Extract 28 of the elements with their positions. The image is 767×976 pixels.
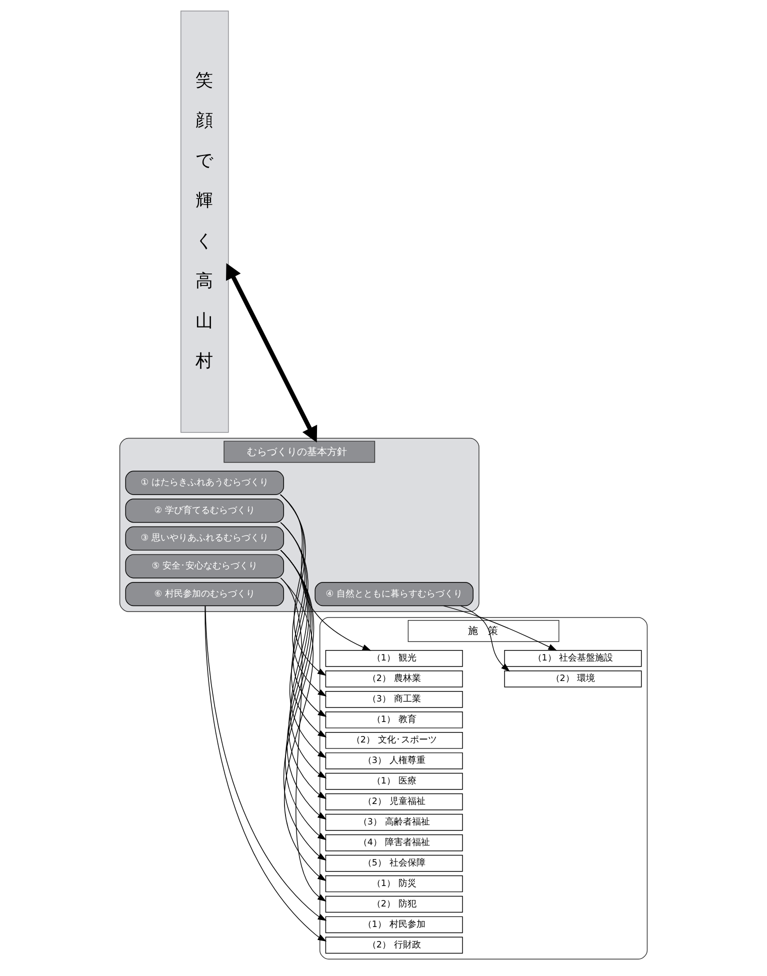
node-box: ② 学び育てるむらづくり (125, 498, 284, 523)
node-box: （1） 観光 (325, 650, 463, 667)
node-box: （1） 村民参加 (325, 916, 463, 934)
node-box: （2） 行財政 (325, 936, 463, 954)
node-box: ⑤ 安全･安心なむらづくり (125, 554, 284, 578)
node-box: （2） 文化･スポーツ (325, 732, 463, 749)
node-box: ④ 自然とともに暮らすむらづくり (314, 582, 474, 606)
node-box: （3） 高齢者福祉 (325, 814, 463, 831)
node-box: （2） 農林業 (325, 670, 463, 688)
arrow (226, 263, 318, 442)
node-box: ⑥ 村民参加のむらづくり (125, 582, 284, 606)
node-box: （2） 防犯 (325, 896, 463, 913)
node-box: （3） 人権尊重 (325, 752, 463, 770)
node-box: （1） 防災 (325, 875, 463, 892)
node-box: （2） 環境 (504, 670, 642, 688)
node-box: （2） 児童福祉 (325, 793, 463, 810)
arrow (280, 494, 372, 651)
arrow (443, 605, 558, 651)
arrow (460, 605, 510, 672)
node-box: （1） 医療 (325, 772, 463, 790)
node-box: ① はたらきふれあうむらづくり (125, 470, 284, 495)
node-box: （3） 商工業 (325, 691, 463, 708)
node-box: （4） 障害者福祉 (325, 834, 463, 852)
node-box: 笑顔で輝く高山村 (180, 10, 229, 433)
node-box: （1） 社会基盤施設 (504, 650, 642, 667)
node-box: ③ 思いやりあふれるむらづくり (125, 526, 284, 551)
node-box: （5） 社会保障 (325, 854, 463, 872)
node-box: （1） 教育 (325, 711, 463, 728)
